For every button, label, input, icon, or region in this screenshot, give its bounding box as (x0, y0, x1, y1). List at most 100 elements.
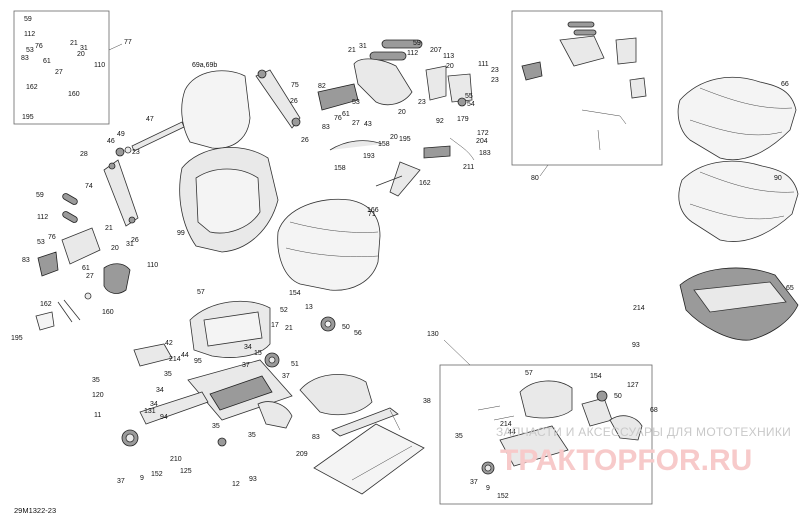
detail-box-130 (439, 364, 653, 505)
callout: 35 (212, 423, 220, 430)
callout: 130 (427, 331, 439, 338)
callout: 38 (423, 398, 431, 405)
callout: 82 (318, 83, 326, 90)
callout: 160 (68, 91, 80, 98)
callout: 83 (21, 55, 29, 62)
callout: 152 (497, 493, 509, 500)
callout: 76 (48, 234, 56, 241)
callout: 59 (36, 192, 44, 199)
callout: 20 (398, 109, 406, 116)
callout: 53 (37, 239, 45, 246)
callout: 37 (470, 479, 478, 486)
callout: 183 (479, 150, 491, 157)
tray-38 (313, 407, 425, 495)
callout: 44 (508, 429, 516, 436)
callout: 9 (140, 475, 144, 482)
callout: 211 (463, 164, 474, 171)
seat-cover-66 (677, 76, 797, 161)
callout: 23 (491, 67, 499, 74)
detail-80-parts (521, 21, 647, 151)
callout: 120 (92, 392, 104, 399)
callout: 20 (390, 134, 398, 141)
callout: 80 (531, 175, 539, 182)
callout: 207 (430, 47, 442, 54)
callout: 50 (342, 324, 350, 331)
callout: 127 (627, 382, 639, 389)
lever-arm-75 (255, 69, 301, 129)
callout: 55 (465, 93, 473, 100)
callout: 21 (70, 40, 78, 47)
callout: 193 (363, 153, 375, 160)
callout: 35 (164, 371, 172, 378)
callout: 34 (150, 401, 158, 408)
callout: 15 (254, 350, 262, 357)
backrest-cover-69 (181, 70, 251, 149)
callout: 125 (180, 468, 192, 475)
callout: 52 (280, 307, 288, 314)
callout: 53 (352, 99, 360, 106)
handle-assembly-upper (317, 39, 473, 111)
callout: 90 (774, 175, 782, 182)
detail-box-77 (13, 10, 110, 125)
callout: 20 (77, 51, 85, 58)
callout: 112 (24, 31, 35, 38)
watermark-line2: ТРАКТОРFOR.RU (500, 444, 752, 477)
callout: 94 (160, 414, 168, 421)
callout: 76 (35, 43, 43, 50)
seat-71 (277, 198, 381, 291)
callout: 99 (177, 230, 185, 237)
callout: 111 (478, 61, 489, 68)
callout: 49 (117, 131, 125, 138)
callout: 214 (169, 356, 181, 363)
seat-cover-90 (678, 160, 799, 242)
callout: 61 (43, 58, 51, 65)
diagram-code: 29M1322-23 (14, 506, 56, 515)
lead-80 (539, 164, 549, 177)
callout: 66 (781, 81, 789, 88)
callout: 69a,69b (192, 62, 217, 69)
seat-base-65 (679, 267, 799, 341)
callout: 20 (111, 245, 119, 252)
callout: 9 (486, 485, 490, 492)
callout: 214 (500, 421, 512, 428)
callout: 35 (92, 377, 100, 384)
callout: 76 (334, 115, 342, 122)
callout: 166 (367, 207, 379, 214)
callout: 162 (419, 180, 431, 187)
callout: 158 (378, 141, 390, 148)
callout: 51 (291, 361, 299, 368)
callout: 37 (117, 478, 125, 485)
callout: 195 (22, 114, 34, 121)
callout: 195 (399, 136, 411, 143)
callout: 23 (132, 149, 140, 156)
callouts: 59 112 76 21 53 31 20 83 61 27 110 77 16… (11, 16, 794, 500)
cable-assembly (329, 137, 475, 197)
callout: 42 (165, 340, 173, 347)
callout: 195 (11, 335, 23, 342)
callout: 209 (296, 451, 308, 458)
handle-assembly-left (35, 227, 131, 331)
callout: 110 (94, 62, 105, 69)
callout: 214 (633, 305, 645, 312)
callout: 172 (477, 130, 489, 137)
detail-130-parts (477, 380, 643, 475)
callout: 54 (467, 101, 475, 108)
lower-frame (121, 316, 373, 447)
callout: 95 (194, 358, 202, 365)
callout: 44 (181, 352, 189, 359)
callout: 57 (525, 370, 533, 377)
callout: 131 (144, 408, 156, 415)
callout: 154 (289, 290, 301, 297)
callout: 68 (650, 407, 658, 414)
callout: 35 (248, 432, 256, 439)
callout: 83 (22, 257, 30, 264)
callout: 26 (301, 137, 309, 144)
callout: 31 (126, 241, 134, 248)
shaft-47 (115, 121, 185, 157)
callout: 50 (614, 393, 622, 400)
callout: 20 (446, 63, 454, 70)
callout: 53 (26, 47, 34, 54)
callout: 83 (312, 434, 320, 441)
callout: 204 (476, 138, 488, 145)
